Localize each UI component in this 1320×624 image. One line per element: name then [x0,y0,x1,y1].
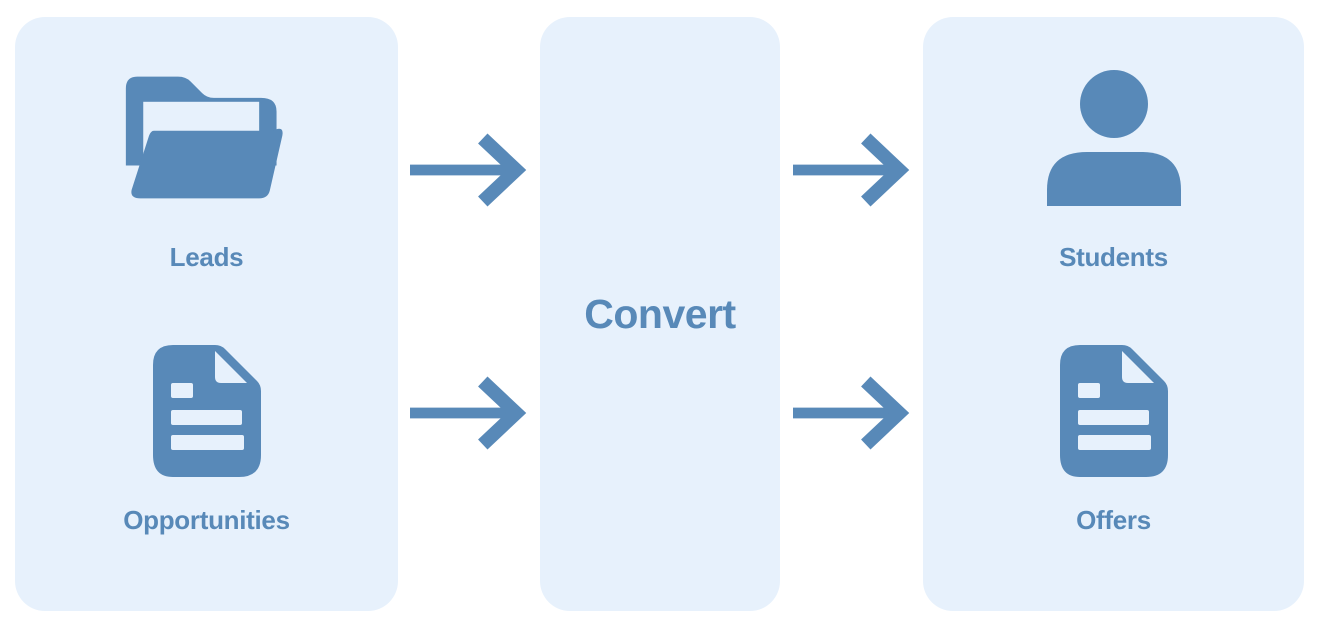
person-icon [1046,70,1181,206]
document-icon [152,345,261,477]
arrow-convert-to-students-icon [793,132,911,208]
results-panel: Students Offers [923,17,1304,611]
convert-label: Convert [584,290,736,337]
convert-panel: Convert [540,17,780,611]
students-label: Students [1059,242,1168,272]
sources-panel: Leads Opportunities [15,17,398,611]
open-folder-icon [122,72,292,205]
arrow-convert-to-offers-icon [793,375,911,451]
opportunities-label: Opportunities [123,505,290,535]
leads-label: Leads [169,242,244,272]
offers-label: Offers [1076,505,1151,535]
arrow-opportunities-to-convert-icon [410,375,528,451]
document-icon [1059,345,1168,477]
arrow-leads-to-convert-icon [410,132,528,208]
